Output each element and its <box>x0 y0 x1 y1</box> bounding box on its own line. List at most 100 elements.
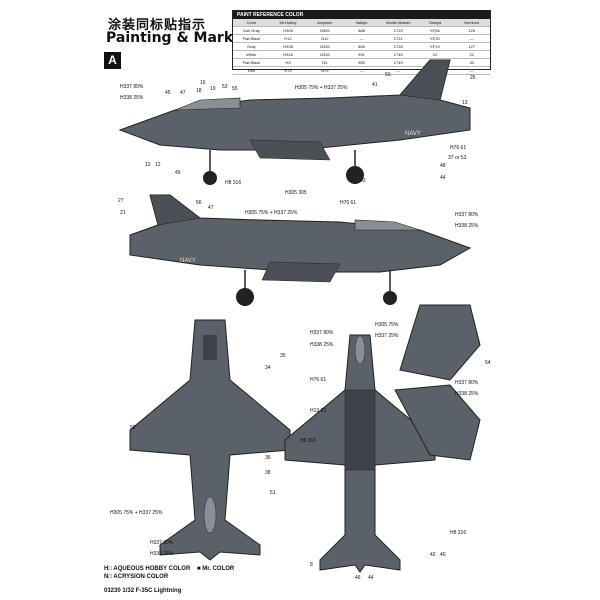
ref-cell: — <box>469 36 474 41</box>
callout-wing2-80: H337 80% <box>455 380 479 386</box>
ref-cell: N79 <box>321 68 329 73</box>
color-legend: H□ AQUEOUS HOBBY COLOR ■ Mr. COLOR N□ AC… <box>104 565 234 581</box>
ref-cell: Color <box>246 20 257 25</box>
callout-wing-25: H337 25% <box>375 333 399 339</box>
callout-top-tail-25: H338 25% <box>150 551 174 557</box>
part-number: 40 <box>440 552 446 558</box>
part-number: 18 <box>196 88 202 94</box>
part-number: 37 or 53 <box>448 155 467 161</box>
part-number: 47 <box>208 205 214 211</box>
ref-cell: — <box>396 68 401 73</box>
ref-cell: Vallejo <box>355 20 368 25</box>
ref-cell: H3 <box>285 60 291 65</box>
part-number: 19 <box>210 86 216 92</box>
ref-cell: Flat Black <box>242 60 261 65</box>
callout-tail-80-side1: H337 80% <box>120 84 144 90</box>
part-number: 42 <box>430 552 436 558</box>
callout-top-25: H338 25% <box>310 342 334 348</box>
ref-cell: 866 <box>358 44 365 49</box>
callout-markings-side1: H76 61 <box>450 145 467 151</box>
part-number: 52 <box>130 425 136 431</box>
ref-cell: Humbrol <box>464 20 480 25</box>
ref-cell: XF56 <box>430 28 440 33</box>
ref-cell: Flat Black <box>242 36 261 41</box>
top-view <box>129 319 291 561</box>
callout-tail-25-side1: H338 25% <box>120 95 144 101</box>
side-view-left: NAVY <box>118 59 471 185</box>
part-number: 44 <box>440 175 446 181</box>
callout-wing2-25: H338 25% <box>455 391 479 397</box>
ref-cell: Tamiya <box>428 20 442 25</box>
paint-reference-title: PAINT REFERENCE COLOR <box>233 11 490 19</box>
callout-bottom-gear: H8 316 <box>300 438 317 444</box>
part-number: 12 <box>145 162 151 168</box>
ref-cell: — <box>359 68 364 73</box>
part-number: 44 <box>368 575 374 581</box>
part-number: 55 <box>232 86 238 92</box>
side-view-right: NAVY <box>129 194 472 306</box>
ref-cell: 888 <box>358 28 365 33</box>
svg-text:NAVY: NAVY <box>180 258 196 264</box>
ref-cell: 33 <box>469 60 474 65</box>
ref-cell: 22 <box>469 52 474 57</box>
callout-wing-75: H305 75% <box>375 322 399 328</box>
ref-cell: H305 <box>283 28 293 33</box>
part-number: 46 <box>355 575 361 581</box>
ref-cell: XF19 <box>430 44 440 49</box>
callout-bottom-black: H13 33 <box>310 408 327 414</box>
ref-cell: N3 <box>322 60 328 65</box>
part-number: 50 <box>385 72 391 78</box>
part-number: 51 <box>270 490 276 496</box>
ref-cell: White <box>246 52 257 57</box>
part-number: 34 <box>265 365 271 371</box>
ref-cell: H12 <box>284 36 292 41</box>
part-number: 54 <box>485 360 491 366</box>
ref-cell: X2 <box>432 52 438 57</box>
ref-cell: H335 <box>283 44 293 49</box>
part-number: 27 <box>118 198 124 204</box>
part-number: 45 <box>165 90 171 96</box>
legend-mrcolor: ■ Mr. COLOR <box>196 566 235 572</box>
part-number: 8 <box>310 562 313 568</box>
ref-cell: 1728 <box>393 44 403 49</box>
part-number: 16 <box>200 80 206 86</box>
ref-cell: Red <box>247 68 256 73</box>
paint-reference-table: PAINT REFERENCE COLOR Color Mr.Hobby Acrys… <box>232 10 491 75</box>
part-number: 41 <box>372 82 378 88</box>
callout-gear-side1: H8 316 <box>225 180 242 186</box>
ref-cell: — <box>359 36 364 41</box>
part-number: 13 <box>462 100 468 106</box>
ref-cell: 127 <box>468 44 476 49</box>
legend-acrysion: N□ ACRYSION COLOR <box>104 574 169 580</box>
part-number: 48 <box>440 163 446 169</box>
part-number: 38 <box>265 470 271 476</box>
ref-cell: Acrysion <box>317 20 333 25</box>
ref-cell: N12 <box>321 36 329 41</box>
svg-text:NAVY: NAVY <box>405 131 421 137</box>
part-number: 47 <box>180 90 186 96</box>
part-number: 21 <box>120 210 126 216</box>
ref-cell: 950 <box>358 60 365 65</box>
ref-cell: Gull Gray <box>242 28 260 33</box>
part-number: 53 <box>222 84 228 90</box>
callout-markings-side2: H76 61 <box>340 200 357 206</box>
ref-cell: Gray <box>247 44 256 49</box>
part-number: 49 <box>175 170 181 176</box>
ref-cell: 1745 <box>393 52 403 57</box>
part-number: 56 <box>196 200 202 206</box>
callout-bay-side1: H305 305 <box>285 190 307 196</box>
part-number: 26 <box>470 75 476 81</box>
callout-top-80: H337 80% <box>310 330 334 336</box>
callout-top-tail-80: H337 80% <box>150 540 174 546</box>
part-number: 35 <box>280 353 286 359</box>
ref-cell: N316 <box>320 52 330 57</box>
sheet-letter: A <box>104 52 121 69</box>
callout-nose-80-side2: H337 80% <box>455 212 479 218</box>
callout-top-nose: H305 75% + H337 25% <box>110 510 163 516</box>
ref-cell: Mr.Hobby <box>279 20 297 25</box>
